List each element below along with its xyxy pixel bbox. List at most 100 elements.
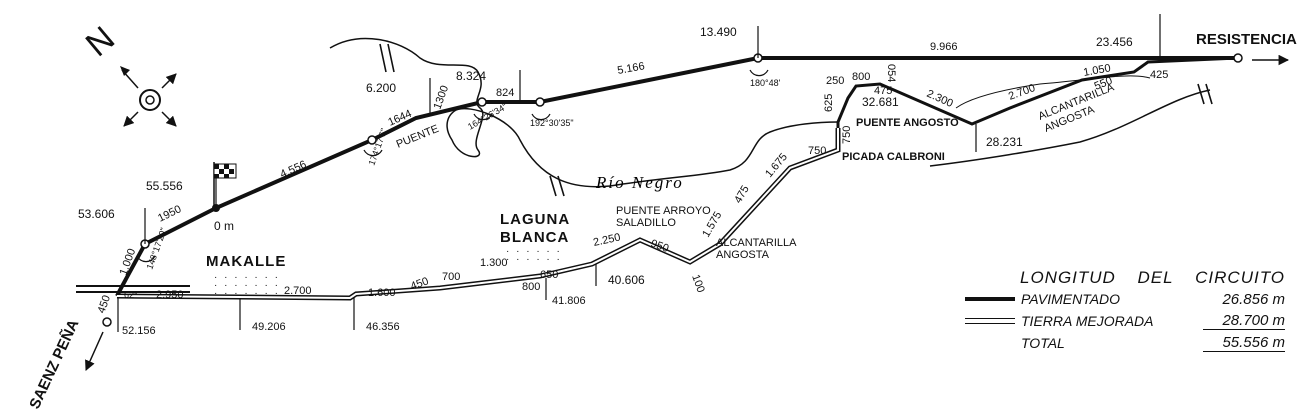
curve-point-2 xyxy=(367,135,377,145)
paved-road xyxy=(115,56,1238,297)
checkpoint-label: 28.231 xyxy=(986,135,1023,149)
segment-distance: 5.166 xyxy=(616,60,645,77)
segment-distance: 9.966 xyxy=(930,41,958,53)
legend-row-paved: PAVIMENTADO 26.856 m xyxy=(965,288,1285,310)
segment-distance: 2.700 xyxy=(284,285,312,297)
blanca-label: BLANCA xyxy=(500,229,569,246)
segment-distance: 2.250 xyxy=(592,231,621,248)
checkpoint-label: 23.456 xyxy=(1096,35,1133,49)
legend-label: TIERRA MEJORADA xyxy=(1021,313,1154,329)
angle-label: 180°48' xyxy=(750,78,781,88)
segment-distance: 800 xyxy=(522,281,540,293)
saenz-pena-arrow xyxy=(85,331,104,371)
paved-line-symbol xyxy=(965,297,1015,301)
laguna-blanca-settlement: · · · · · · · · · · · · xyxy=(506,246,562,265)
dirt-road-inner xyxy=(116,128,839,300)
legend-title-right: CIRCUITO xyxy=(1195,268,1285,287)
checkpoint-label: 53.606 xyxy=(78,207,115,221)
circuit-length-legend: LONGITUD DEL CIRCUITO PAVIMENTADO 26.856… xyxy=(965,268,1285,354)
dirt-line-symbol xyxy=(965,318,1015,324)
checkpoint-label: 49.206 xyxy=(252,321,286,333)
svg-text:· · · · · ·: · · · · · · xyxy=(506,254,562,265)
checkpoint-label: 40.606 xyxy=(608,273,645,287)
checkpoint-label: 55.556 xyxy=(146,179,183,193)
segment-distance: 450 xyxy=(96,294,114,315)
picada-calbroni-label: PICADA CALBRONI xyxy=(842,151,945,163)
angle-label: 148°17'20" xyxy=(144,226,168,270)
checkpoint-ticks xyxy=(117,14,1161,332)
laguna-label: LAGUNA xyxy=(500,211,570,228)
legend-label: PAVIMENTADO xyxy=(1021,291,1121,307)
segment-distance: 475 xyxy=(874,85,892,97)
resistencia-terminal xyxy=(1233,53,1243,63)
alcantarilla-1-label: ALCANTARILLA xyxy=(716,237,797,249)
saenz-pena-label: SAENZ PEÑA xyxy=(25,316,82,411)
rio-negro-bank-upper xyxy=(955,75,1151,109)
curve-point-3 xyxy=(477,97,487,107)
rio-negro-label: Río Negro xyxy=(595,173,684,192)
segment-distance: 054 xyxy=(885,64,897,82)
checkpoint-label: 6.200 xyxy=(366,81,396,95)
river-break-mark-2 xyxy=(549,175,565,197)
resistencia-label: RESISTENCIA xyxy=(1196,31,1297,48)
segment-distance: 250 xyxy=(826,75,844,87)
segment-distance: 824 xyxy=(496,87,514,99)
curve-point-4 xyxy=(535,97,545,107)
segment-distance: 800 xyxy=(852,71,870,83)
legend-value: 28.700 m xyxy=(1203,312,1285,330)
segment-distance: 100 xyxy=(689,273,707,294)
segment-distance: 2.950 xyxy=(156,289,184,301)
segment-distance: 1.300 xyxy=(480,257,508,269)
river-break-mark-3 xyxy=(1197,83,1213,105)
segment-distance: 950 xyxy=(649,238,670,256)
saenz-pena-terminal xyxy=(102,317,112,327)
checkpoint-label: 46.356 xyxy=(366,321,400,333)
rio-negro-river xyxy=(329,37,839,188)
checkpoint-label: 13.490 xyxy=(700,25,737,39)
angle-label: 192°30'35" xyxy=(530,118,574,128)
segment-distance: 450 xyxy=(409,275,430,293)
river-break-mark xyxy=(379,43,395,73)
legend-row-dirt: TIERRA MEJORADA 28.700 m xyxy=(965,310,1285,332)
segment-distance: 700 xyxy=(442,271,460,283)
saladillo-label: SALADILLO xyxy=(616,217,676,229)
segment-distance: 1.050 xyxy=(1082,62,1111,79)
legend-title-mid: DEL xyxy=(1137,268,1174,287)
svg-text:· · · · · · ·: · · · · · · · xyxy=(214,272,280,283)
legend-label: TOTAL xyxy=(1021,335,1065,351)
segment-distance: 750 xyxy=(808,145,826,157)
checkpoint-label: 32.681 xyxy=(862,95,899,109)
puente-arroyo-label: PUENTE ARROYO xyxy=(616,205,711,217)
angle-label: 174°17'6" xyxy=(366,127,389,167)
angle-label: 62° xyxy=(124,290,138,300)
start-flag xyxy=(213,162,237,206)
legend-row-total: TOTAL 55.556 m xyxy=(965,332,1285,354)
svg-text:· · · · · · ·: · · · · · · · xyxy=(214,280,280,291)
segment-distance: 1950 xyxy=(156,203,183,225)
checkpoint-label: 52.156 xyxy=(122,325,156,337)
segment-distance: 1.600 xyxy=(368,287,396,299)
makalle-settlement: · · · · · · · · · · · · · · · · · · · · … xyxy=(214,272,280,299)
legend-value: 26.856 m xyxy=(1222,290,1285,308)
legend-title-left: LONGITUD xyxy=(1020,268,1116,287)
segment-distance: 425 xyxy=(1150,69,1168,81)
angle-arcs xyxy=(136,69,769,263)
compass-rose: N xyxy=(79,19,177,127)
makalle-label: MAKALLE xyxy=(206,253,286,270)
legend-value: 55.556 m xyxy=(1203,334,1285,352)
svg-text:· · · · · · ·: · · · · · · · xyxy=(214,288,280,299)
legend-title: LONGITUD DEL CIRCUITO xyxy=(1020,268,1285,288)
segment-distance: 475 xyxy=(732,184,752,206)
checkpoint-label: 8.324 xyxy=(456,69,486,83)
start-label: 0 m xyxy=(214,219,234,233)
puente-angosto-label: PUENTE ANGOSTO xyxy=(856,117,959,129)
paved-road-east xyxy=(836,56,1239,128)
segment-distance: 650 xyxy=(540,269,558,281)
svg-text:· · · · · ·: · · · · · · xyxy=(506,246,562,257)
segment-distance: 1300 xyxy=(432,84,452,111)
segment-distance: 4.556 xyxy=(278,159,308,181)
rio-negro-lower-bank xyxy=(929,89,1211,167)
checkpoint-label: 41.806 xyxy=(552,295,586,307)
